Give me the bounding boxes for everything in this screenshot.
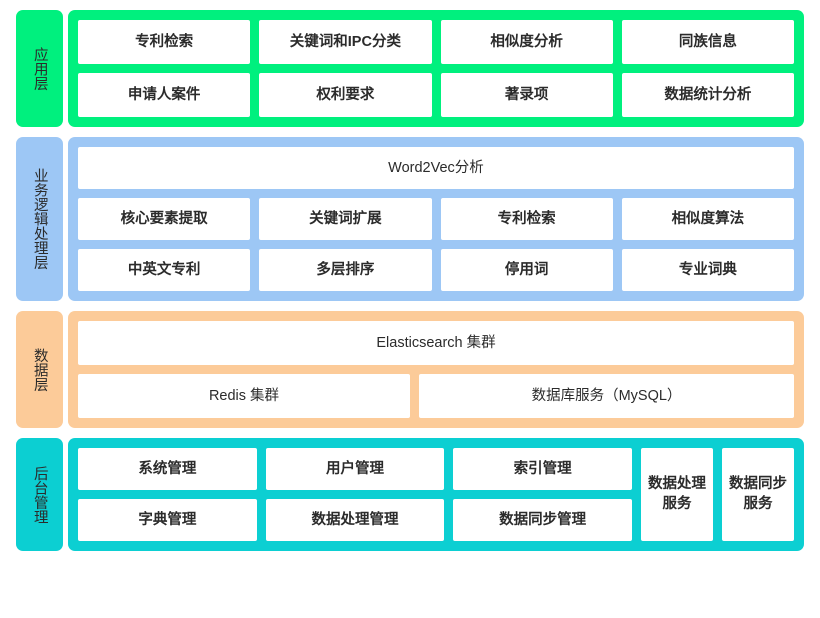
node-redis-cluster[interactable]: Redis 集群 [78, 374, 410, 418]
layer-admin: 后台管理 系统管理 用户管理 索引管理 字典管理 数据处理管理 数据同步管理 数… [16, 438, 804, 551]
business-row-2: 中英文专利 多层排序 停用词 专业词典 [78, 249, 794, 291]
node-user-management[interactable]: 用户管理 [265, 448, 445, 490]
business-row-1: 核心要素提取 关键词扩展 专利检索 相似度算法 [78, 198, 794, 240]
node-stopwords[interactable]: 停用词 [440, 249, 613, 291]
layer-application: 应用层 专利检索 关键词和IPC分类 相似度分析 同族信息 申请人案件 权利要求… [16, 10, 804, 127]
application-row-2: 申请人案件 权利要求 著录项 数据统计分析 [78, 73, 794, 117]
data-banner-row: Elasticsearch 集群 [78, 321, 794, 365]
admin-grid: 系统管理 用户管理 索引管理 字典管理 数据处理管理 数据同步管理 [78, 448, 633, 541]
node-data-sync-management[interactable]: 数据同步管理 [453, 499, 633, 541]
admin-row-2: 字典管理 数据处理管理 数据同步管理 [78, 499, 633, 541]
layer-label-application: 应用层 [16, 10, 63, 127]
node-keyword-expansion[interactable]: 关键词扩展 [259, 198, 432, 240]
node-similarity-analysis[interactable]: 相似度分析 [440, 20, 613, 64]
node-chinese-english-patent[interactable]: 中英文专利 [78, 249, 251, 291]
layer-label-data: 数据层 [16, 311, 63, 428]
node-family-info[interactable]: 同族信息 [621, 20, 794, 64]
node-elasticsearch-cluster[interactable]: Elasticsearch 集群 [78, 321, 794, 365]
node-professional-dictionary[interactable]: 专业词典 [621, 249, 794, 291]
node-applicant-case[interactable]: 申请人案件 [78, 73, 251, 117]
node-database-service-mysql[interactable]: 数据库服务（MySQL） [419, 374, 794, 418]
layer-label-admin: 后台管理 [16, 438, 63, 551]
layer-body-application: 专利检索 关键词和IPC分类 相似度分析 同族信息 申请人案件 权利要求 著录项… [68, 10, 804, 127]
node-bibliographic-items[interactable]: 著录项 [440, 73, 613, 117]
data-row-2: Redis 集群 数据库服务（MySQL） [78, 374, 794, 418]
layer-body-data: Elasticsearch 集群 Redis 集群 数据库服务（MySQL） [68, 311, 804, 428]
node-similarity-algorithm[interactable]: 相似度算法 [621, 198, 794, 240]
node-data-statistics-analysis[interactable]: 数据统计分析 [621, 73, 794, 117]
layer-body-business-logic: Word2Vec分析 核心要素提取 关键词扩展 专利检索 相似度算法 中英文专利… [68, 137, 804, 301]
node-keyword-ipc-classification[interactable]: 关键词和IPC分类 [259, 20, 432, 64]
node-system-management[interactable]: 系统管理 [78, 448, 257, 490]
node-patent-search[interactable]: 专利检索 [78, 20, 251, 64]
layer-label-business-logic: 业务逻辑处理层 [16, 137, 63, 301]
layer-body-admin: 系统管理 用户管理 索引管理 字典管理 数据处理管理 数据同步管理 数据处理服务… [68, 438, 804, 551]
node-claims[interactable]: 权利要求 [259, 73, 432, 117]
node-data-processing-service[interactable]: 数据处理服务 [641, 448, 713, 541]
layer-business-logic: 业务逻辑处理层 Word2Vec分析 核心要素提取 关键词扩展 专利检索 相似度… [16, 137, 804, 301]
node-multilayer-ranking[interactable]: 多层排序 [259, 249, 432, 291]
admin-row-1: 系统管理 用户管理 索引管理 [78, 448, 633, 490]
node-dictionary-management[interactable]: 字典管理 [78, 499, 257, 541]
node-index-management[interactable]: 索引管理 [453, 448, 633, 490]
layer-data: 数据层 Elasticsearch 集群 Redis 集群 数据库服务（MySQ… [16, 311, 804, 428]
node-patent-search-biz[interactable]: 专利检索 [440, 198, 613, 240]
business-banner-row: Word2Vec分析 [78, 147, 794, 189]
node-data-processing-management[interactable]: 数据处理管理 [265, 499, 445, 541]
node-word2vec-analysis[interactable]: Word2Vec分析 [78, 147, 794, 189]
application-row-1: 专利检索 关键词和IPC分类 相似度分析 同族信息 [78, 20, 794, 64]
node-core-element-extraction[interactable]: 核心要素提取 [78, 198, 251, 240]
node-data-sync-service[interactable]: 数据同步服务 [722, 448, 794, 541]
